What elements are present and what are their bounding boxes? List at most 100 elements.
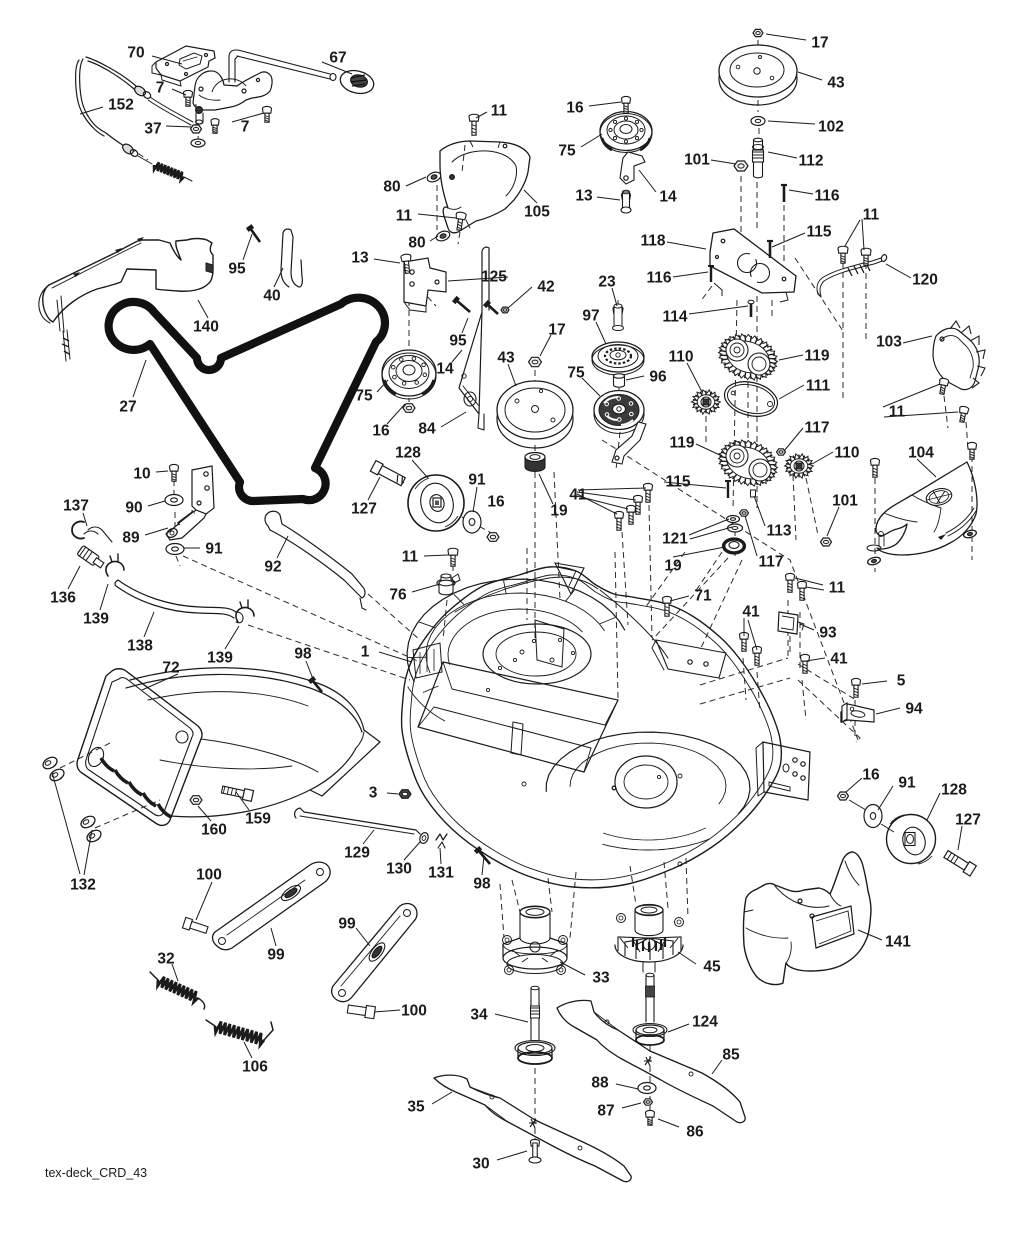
svg-text:97: 97 <box>582 308 599 325</box>
svg-text:100: 100 <box>401 1003 427 1020</box>
svg-text:11: 11 <box>863 207 880 224</box>
svg-text:96: 96 <box>649 369 667 386</box>
svg-text:70: 70 <box>127 45 144 62</box>
svg-text:104: 104 <box>908 445 934 462</box>
svg-text:101: 101 <box>684 152 710 169</box>
svg-text:90: 90 <box>125 500 142 517</box>
svg-text:99: 99 <box>338 916 356 933</box>
svg-text:98: 98 <box>473 876 491 893</box>
svg-text:16: 16 <box>862 767 880 784</box>
svg-text:1: 1 <box>361 644 370 661</box>
svg-text:139: 139 <box>207 650 233 667</box>
svg-text:71: 71 <box>694 588 712 605</box>
svg-text:87: 87 <box>597 1103 614 1120</box>
svg-text:75: 75 <box>558 143 576 160</box>
svg-text:23: 23 <box>598 274 616 291</box>
svg-text:14: 14 <box>659 189 677 206</box>
svg-text:115: 115 <box>806 224 831 241</box>
svg-text:40: 40 <box>263 288 280 305</box>
svg-text:89: 89 <box>122 530 140 547</box>
svg-text:125: 125 <box>481 269 507 286</box>
svg-text:tex-deck_CRD_43: tex-deck_CRD_43 <box>45 1166 147 1180</box>
svg-text:72: 72 <box>162 660 179 677</box>
svg-text:141: 141 <box>885 934 911 951</box>
svg-text:106: 106 <box>242 1059 268 1076</box>
svg-text:124: 124 <box>692 1014 718 1031</box>
svg-text:16: 16 <box>372 423 390 440</box>
svg-text:132: 132 <box>70 877 96 894</box>
svg-text:98: 98 <box>294 646 312 663</box>
svg-text:11: 11 <box>491 103 508 120</box>
svg-text:43: 43 <box>827 75 845 92</box>
svg-text:42: 42 <box>537 279 554 296</box>
svg-text:138: 138 <box>127 638 153 655</box>
svg-text:35: 35 <box>407 1099 425 1116</box>
svg-text:91: 91 <box>468 472 486 489</box>
svg-text:91: 91 <box>205 541 223 558</box>
svg-text:119: 119 <box>669 435 694 452</box>
svg-text:7: 7 <box>241 119 250 136</box>
svg-text:33: 33 <box>592 970 610 987</box>
svg-text:43: 43 <box>497 350 515 367</box>
svg-text:140: 140 <box>193 319 219 336</box>
svg-text:139: 139 <box>83 611 109 628</box>
svg-text:80: 80 <box>383 179 400 196</box>
svg-text:105: 105 <box>524 204 550 221</box>
svg-text:84: 84 <box>418 421 436 438</box>
svg-text:99: 99 <box>267 947 285 964</box>
svg-text:86: 86 <box>686 1124 704 1141</box>
svg-text:111: 111 <box>806 378 831 395</box>
svg-text:13: 13 <box>575 188 593 205</box>
svg-text:113: 113 <box>766 523 791 540</box>
svg-text:7: 7 <box>156 80 165 97</box>
svg-text:5: 5 <box>897 673 906 690</box>
svg-text:41: 41 <box>569 487 587 504</box>
svg-text:136: 136 <box>50 590 76 607</box>
svg-text:37: 37 <box>144 121 161 138</box>
svg-text:160: 160 <box>201 822 227 839</box>
svg-text:127: 127 <box>351 501 377 518</box>
svg-text:91: 91 <box>898 775 916 792</box>
svg-text:120: 120 <box>912 272 938 289</box>
svg-text:93: 93 <box>819 625 837 642</box>
svg-text:76: 76 <box>389 587 407 604</box>
svg-text:11: 11 <box>402 549 419 566</box>
svg-text:112: 112 <box>798 153 823 170</box>
svg-text:10: 10 <box>133 466 150 483</box>
svg-text:88: 88 <box>591 1075 609 1092</box>
svg-text:119: 119 <box>804 348 829 365</box>
svg-text:92: 92 <box>264 559 281 576</box>
svg-text:102: 102 <box>818 119 844 136</box>
svg-text:116: 116 <box>814 188 839 205</box>
svg-text:127: 127 <box>955 812 981 829</box>
svg-text:75: 75 <box>355 388 373 405</box>
svg-text:103: 103 <box>876 334 902 351</box>
svg-text:131: 131 <box>428 865 454 882</box>
svg-text:159: 159 <box>245 811 271 828</box>
svg-text:80: 80 <box>408 235 425 252</box>
svg-text:100: 100 <box>196 867 222 884</box>
svg-text:110: 110 <box>834 445 859 462</box>
svg-text:116: 116 <box>646 270 671 287</box>
svg-text:17: 17 <box>811 35 828 52</box>
svg-text:41: 41 <box>830 651 848 668</box>
svg-text:16: 16 <box>566 100 584 117</box>
svg-text:3: 3 <box>369 785 378 802</box>
svg-text:129: 129 <box>344 845 370 862</box>
svg-text:34: 34 <box>470 1007 488 1024</box>
svg-text:11: 11 <box>396 208 413 225</box>
svg-text:16: 16 <box>487 494 505 511</box>
svg-text:11: 11 <box>829 580 846 597</box>
svg-text:94: 94 <box>905 701 923 718</box>
svg-text:137: 137 <box>63 498 89 515</box>
svg-text:118: 118 <box>640 233 665 250</box>
svg-text:152: 152 <box>108 97 134 114</box>
svg-text:110: 110 <box>668 349 693 366</box>
svg-text:128: 128 <box>395 445 421 462</box>
svg-text:67: 67 <box>329 50 346 67</box>
svg-text:115: 115 <box>665 474 690 491</box>
svg-text:130: 130 <box>386 861 412 878</box>
svg-text:85: 85 <box>722 1047 740 1064</box>
svg-text:14: 14 <box>436 361 454 378</box>
svg-text:11: 11 <box>889 404 906 421</box>
